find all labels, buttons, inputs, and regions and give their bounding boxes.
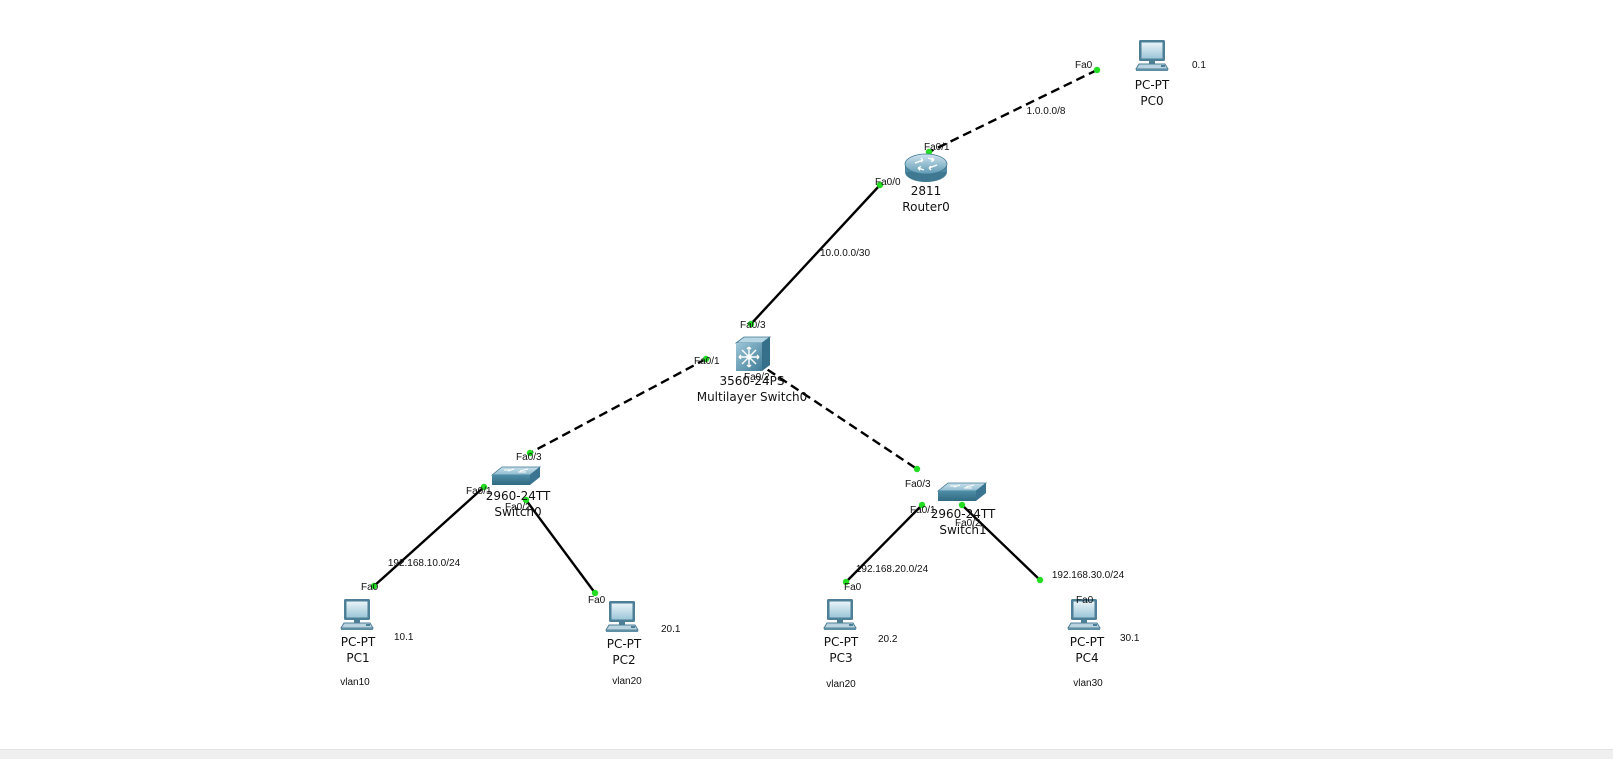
port-label: Fa0/2 (955, 518, 981, 529)
device-name-label: Router0 (902, 200, 949, 214)
switch-icon[interactable] (937, 482, 987, 502)
link-switch0-pc2[interactable] (525, 499, 596, 594)
device-pc2[interactable]: PC-PT PC2 20.1 vlan20 (605, 600, 681, 687)
multilayer-switch-icon[interactable] (735, 336, 771, 372)
port-indicator (876, 181, 884, 189)
links (373, 68, 1098, 594)
router-icon[interactable] (904, 153, 948, 183)
device-name-label: PC1 (346, 651, 369, 665)
device-name-label: PC2 (612, 653, 635, 667)
port-indicator (1036, 576, 1044, 584)
device-model-label: PC-PT (1135, 78, 1170, 92)
device-switch0[interactable]: 2960-24TT Switch0 (486, 466, 551, 519)
port-indicator (925, 148, 933, 156)
device-model-label: 2960-24TT (931, 507, 996, 521)
status-bar (0, 749, 1613, 759)
link-switch1-pc4[interactable] (961, 504, 1041, 581)
port-label: Fa0/1 (924, 142, 950, 153)
device-model-label: 2811 (911, 184, 942, 198)
port-label: Fa0/1 (910, 505, 936, 516)
vlan-note: vlan20 (612, 676, 642, 687)
device-pc3[interactable]: PC-PT PC3 20.2 vlan20 (823, 598, 898, 690)
device-name-label: PC4 (1075, 651, 1098, 665)
link-switch1-pc3[interactable] (845, 504, 923, 583)
port-indicator (591, 589, 599, 597)
network-labels: 1.0.0.0/8 10.0.0.0/30 192.168.10.0/24 19… (388, 106, 1125, 581)
device-pc4[interactable]: PC-PT PC4 30.1 vlan30 (1067, 598, 1140, 689)
port-indicator (526, 449, 534, 457)
port-label: Fa0 (1075, 60, 1093, 71)
pc-icon[interactable] (605, 600, 639, 633)
ip-note: 10.1 (394, 632, 414, 643)
device-model-label: PC-PT (607, 637, 642, 651)
ip-note: 30.1 (1120, 633, 1140, 644)
ip-note: 20.2 (878, 634, 898, 645)
link-switch0-pc1[interactable] (373, 486, 485, 587)
port-label: Fa0/3 (905, 479, 931, 490)
device-multilayer-switch0[interactable]: 3560-24PS Multilayer Switch0 (697, 336, 808, 404)
link-router0-mls0[interactable] (750, 184, 881, 325)
port-label: Fa0/0 (875, 177, 901, 188)
port-label: Fa0 (588, 595, 606, 606)
device-model-label: 2960-24TT (486, 489, 551, 503)
device-router0[interactable]: 2811 Router0 (902, 153, 950, 214)
port-indicator (958, 501, 966, 509)
port-label: Fa0/3 (516, 452, 542, 463)
port-indicator (1093, 66, 1101, 74)
port-label: Fa0/2 (744, 372, 770, 383)
port-label: Fa0 (361, 582, 379, 593)
port-indicator (702, 355, 710, 363)
link-mls0-switch1[interactable] (755, 361, 918, 470)
port-indicator (480, 483, 488, 491)
ip-note: 0.1 (1192, 60, 1206, 71)
switch-icon[interactable] (491, 466, 541, 486)
port-indicator (913, 465, 921, 473)
vlan-note: vlan10 (340, 677, 370, 688)
device-model-label: PC-PT (341, 635, 376, 649)
port-label: Fa0/1 (694, 356, 720, 367)
port-indicators (370, 66, 1101, 597)
port-indicator (747, 320, 755, 328)
link-pc0-router0[interactable] (928, 68, 1098, 154)
port-indicator (370, 582, 378, 590)
port-indicator (918, 501, 926, 509)
vlan-note: vlan20 (826, 679, 856, 690)
pc-icon[interactable] (823, 598, 857, 631)
pc-icon[interactable] (340, 598, 374, 631)
port-label: Fa0 (1076, 595, 1094, 606)
device-model-label: 3560-24PS (720, 374, 785, 388)
device-pc1[interactable]: PC-PT PC1 10.1 vlan10 (340, 598, 414, 688)
device-switch1[interactable]: 2960-24TT Switch1 (931, 482, 996, 537)
network-label: 192.168.20.0/24 (856, 564, 929, 575)
link-mls0-switch0[interactable] (529, 357, 707, 455)
network-label: 1.0.0.0/8 (1027, 106, 1066, 117)
port-label: Fa0/2 (505, 502, 531, 513)
network-label: 10.0.0.0/30 (820, 248, 870, 259)
device-name-label: Switch0 (494, 505, 541, 519)
device-model-label: PC-PT (824, 635, 859, 649)
port-indicator (522, 496, 530, 504)
device-pc0[interactable]: PC-PT PC0 (1135, 39, 1170, 108)
network-label: 192.168.30.0/24 (1052, 570, 1125, 581)
port-indicator (842, 578, 850, 586)
device-name-label: Switch1 (939, 523, 986, 537)
port-label: Fa0/3 (740, 320, 766, 331)
port-label: Fa0/1 (466, 486, 492, 497)
vlan-note: vlan30 (1073, 678, 1103, 689)
port-label: Fa0 (844, 582, 862, 593)
device-name-label: Multilayer Switch0 (697, 390, 808, 404)
port-labels: Fa0 Fa0/1 Fa0/0 Fa0/3 Fa0/1 Fa0/2 Fa0/3 … (361, 60, 1094, 606)
device-name-label: PC0 (1140, 94, 1163, 108)
pc-icon[interactable] (1135, 39, 1169, 72)
ip-note: 20.1 (661, 624, 681, 635)
network-label: 192.168.10.0/24 (388, 558, 461, 569)
device-name-label: PC3 (829, 651, 852, 665)
device-model-label: PC-PT (1070, 635, 1105, 649)
